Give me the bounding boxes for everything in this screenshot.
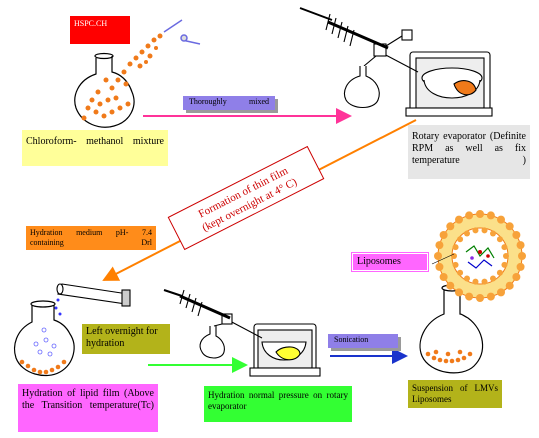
outer-lipid-head xyxy=(516,262,525,271)
thin-film-label: Formation of thin film (kept overnight a… xyxy=(167,145,325,251)
outer-lipid-head xyxy=(465,211,474,220)
liposome-core-icon xyxy=(465,245,495,269)
outer-lipid-head xyxy=(512,273,521,281)
liposome-pointer xyxy=(431,253,455,265)
inner-lipid-head xyxy=(501,261,508,268)
left-overnight-label: Left overnight for hydration xyxy=(82,324,170,354)
outer-lipid-head xyxy=(476,294,484,302)
hydration-medium-label: Hydration medium pH- 7.4 containing Drl xyxy=(26,226,156,250)
inner-lipid-head xyxy=(496,269,503,276)
outer-lipid-head xyxy=(455,215,463,224)
orange-film-icon xyxy=(19,359,67,375)
inner-lipid-head xyxy=(452,261,459,268)
outer-lipid-head xyxy=(439,231,448,239)
outer-lipid-head xyxy=(446,281,455,290)
liposomes-label: Liposomes xyxy=(351,252,429,272)
inner-lipid-head xyxy=(452,244,459,251)
inner-lipid-head xyxy=(490,275,496,282)
droplets-orange-icon xyxy=(81,33,163,121)
inner-lipid-head xyxy=(451,253,457,259)
inner-lipid-head xyxy=(503,253,509,259)
inner-lipid-head xyxy=(464,230,470,237)
inner-lipid-head xyxy=(457,269,464,276)
falling-drops-icon xyxy=(54,298,62,316)
outer-lipid-head xyxy=(512,231,521,239)
outer-lipid-head xyxy=(465,292,474,301)
inner-lipid-head xyxy=(481,227,488,234)
outer-lipid-head xyxy=(505,222,514,231)
inner-lipid-head xyxy=(464,275,470,282)
outer-lipid-head xyxy=(435,262,444,271)
outer-lipid-head xyxy=(497,288,505,297)
outer-lipid-head xyxy=(435,241,444,250)
inner-lipid-head xyxy=(472,278,479,285)
hydration-normal-pressure-label: Hydration normal pressure on rotary evap… xyxy=(204,386,352,422)
rotary-evaporator-icon xyxy=(299,7,493,117)
lmv-suspension-icon xyxy=(425,349,473,364)
inner-lipid-head xyxy=(490,230,496,237)
chloroform-methanol-label: Chloroform- methanol mixture xyxy=(22,130,168,166)
test-tube-icon xyxy=(56,283,131,307)
inner-lipid-head xyxy=(457,236,464,243)
outer-lipid-head xyxy=(455,288,463,297)
round-bottom-flask-icon xyxy=(74,52,135,128)
hspc-label: HSPC.CH xyxy=(70,16,130,44)
rotary-evaporator-2-icon xyxy=(163,289,321,377)
suspension-lmvs-label: Suspension of LMVs Liposomes xyxy=(408,380,502,408)
outer-lipid-head xyxy=(518,252,526,260)
inner-lipid-head xyxy=(501,244,508,251)
inner-lipid-head xyxy=(472,227,479,234)
outer-lipid-head xyxy=(497,215,505,224)
outer-lipid-head xyxy=(505,281,514,290)
outer-lipid-head xyxy=(434,252,442,260)
rotary-evaporator-label: Rotary evaporator (Definite RPM as well … xyxy=(408,125,530,179)
inner-lipid-head xyxy=(496,236,503,243)
hydration-lipid-film-label: Hydration of lipid film (Above the Trans… xyxy=(18,384,158,432)
inner-lipid-head xyxy=(481,278,488,285)
outer-lipid-head xyxy=(446,222,455,231)
outer-lipid-head xyxy=(486,292,495,301)
thoroughly-mixed-label: Thoroughly mixed xyxy=(183,96,275,110)
outer-lipid-head xyxy=(439,273,448,281)
outer-lipid-head xyxy=(476,210,484,218)
lipid-heads-icon xyxy=(434,210,526,302)
blue-bubbles-icon xyxy=(33,327,57,357)
sonication-label: Sonication xyxy=(328,334,398,348)
outer-lipid-head xyxy=(516,241,525,250)
spatula-icon xyxy=(163,19,201,45)
hydration-flask-icon xyxy=(13,300,75,377)
outer-lipid-head xyxy=(486,211,495,220)
